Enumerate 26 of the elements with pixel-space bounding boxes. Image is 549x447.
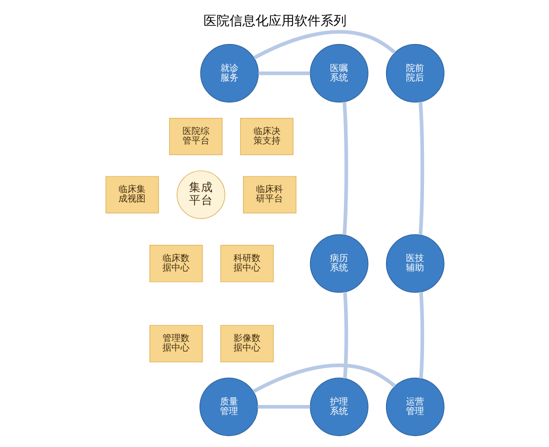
node-box: 临床集成视图	[105, 176, 158, 214]
connector	[418, 102, 424, 235]
node-box: 科研数据中心	[220, 244, 274, 282]
node-box: 临床科研平台	[242, 176, 296, 214]
node-circle: 运营管理	[385, 378, 444, 436]
node-circle: 护理系统	[309, 378, 368, 436]
node-box: 影像数据中心	[220, 324, 274, 362]
node-circle: 病历系统	[309, 234, 368, 293]
node-circle: 就诊服务	[200, 44, 258, 103]
connector	[342, 102, 348, 235]
node-box: 临床决策支持	[240, 118, 293, 156]
node-circle: 医技辅助	[385, 234, 444, 293]
node-box: 医院综管平台	[168, 118, 222, 156]
node-circle: 质量管理	[199, 378, 258, 436]
node-box: 临床数据中心	[148, 244, 202, 282]
node-box: 管理数据中心	[148, 324, 202, 362]
node-circle: 集成平台	[176, 170, 225, 219]
node-circle: 院前院后	[385, 44, 444, 103]
connector	[252, 364, 396, 394]
diagram-title: 医院信息化应用软件系列	[203, 14, 346, 29]
connector	[257, 405, 310, 409]
node-circle: 医嘱系统	[309, 44, 368, 103]
connector	[252, 30, 396, 60]
connector	[258, 71, 310, 76]
connector	[418, 292, 424, 379]
connector	[342, 292, 348, 379]
